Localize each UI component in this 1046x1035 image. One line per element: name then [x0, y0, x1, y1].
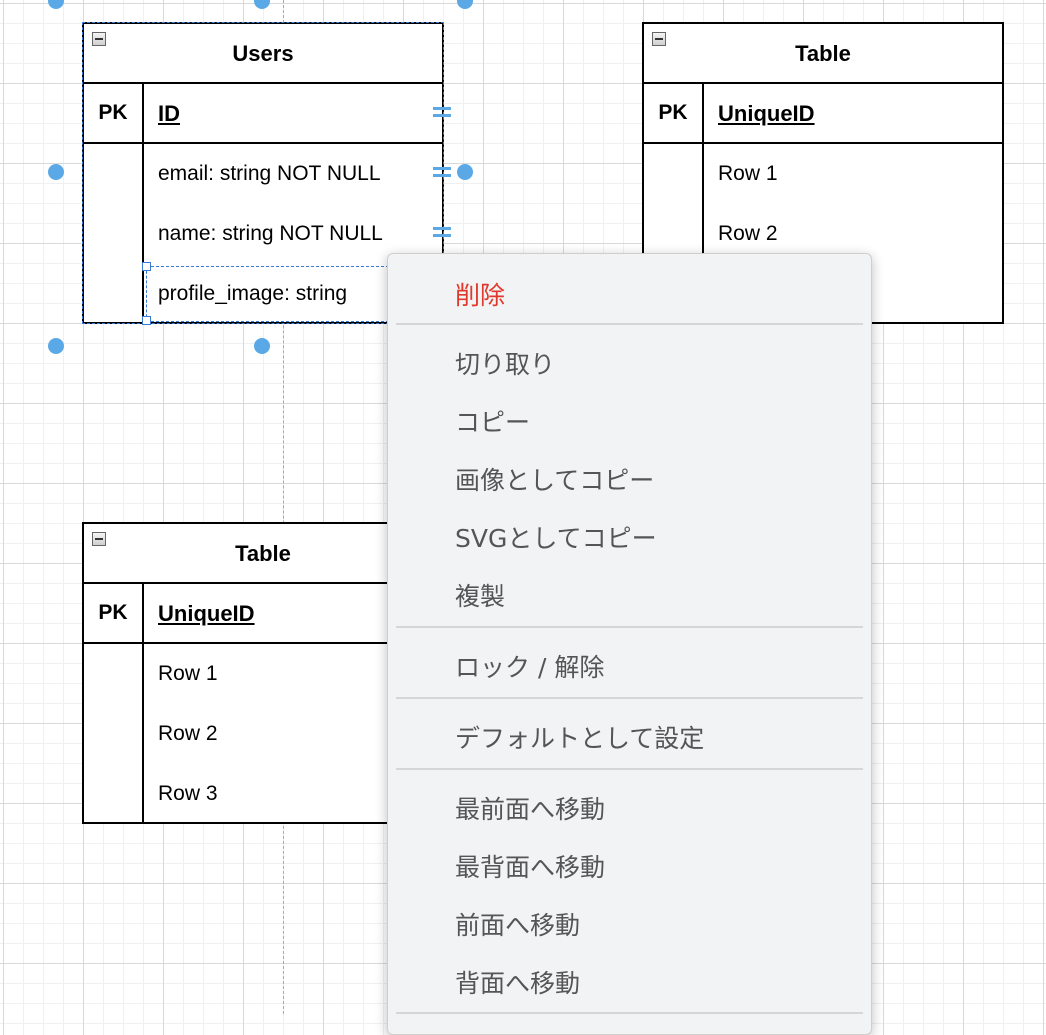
primary-key-field[interactable]: UniqueID [158, 601, 255, 626]
table-row[interactable]: Row 3 [158, 782, 218, 805]
pk-label: PK [98, 601, 128, 624]
table-header[interactable]: Table [644, 24, 1002, 84]
menu-item-send-backward[interactable]: 背面へ移動 [455, 969, 581, 998]
pk-row[interactable] [644, 84, 1002, 144]
table-row[interactable]: Row 2 [718, 222, 778, 245]
column-divider [142, 84, 144, 322]
menu-item-bring-to-front[interactable]: 最前面へ移動 [455, 795, 606, 824]
table-title: Table [235, 541, 291, 566]
resize-handle[interactable] [457, 0, 473, 9]
menu-item-duplicate[interactable]: 複製 [455, 582, 506, 611]
alignment-guide [283, 0, 284, 1014]
collapse-icon[interactable] [92, 32, 106, 46]
primary-key-field[interactable]: UniqueID [718, 101, 815, 126]
table-title: Users [232, 41, 294, 66]
menu-item-lock-unlock[interactable]: ロック / 解除 [455, 653, 605, 682]
menu-item-bring-forward[interactable]: 前面へ移動 [455, 911, 581, 940]
resize-handle[interactable] [48, 0, 64, 9]
table-header[interactable]: Table [84, 524, 442, 584]
resize-handle[interactable] [254, 0, 270, 9]
menu-separator [396, 323, 863, 325]
menu-separator [396, 1012, 863, 1014]
connection-point-icon[interactable] [433, 225, 451, 239]
menu-item-set-as-default[interactable]: デフォルトとして設定 [455, 724, 705, 753]
menu-item-delete[interactable]: 削除 [455, 281, 506, 310]
menu-item-copy-as-image[interactable]: 画像としてコピー [455, 466, 655, 495]
resize-handle[interactable] [48, 338, 64, 354]
row-resize-handle[interactable] [142, 316, 151, 325]
context-menu: 削除 切り取り コピー 画像としてコピー SVGとしてコピー 複製 ロック / … [387, 253, 872, 1035]
connection-point-icon[interactable] [433, 165, 451, 179]
table-header[interactable]: Users [84, 24, 442, 84]
menu-separator [396, 697, 863, 699]
menu-item-cut[interactable]: 切り取り [455, 350, 556, 379]
table-row[interactable]: profile_image: string [158, 282, 348, 305]
menu-separator [396, 768, 863, 770]
menu-item-copy-as-svg[interactable]: SVGとしてコピー [455, 524, 657, 553]
table-row[interactable]: Row 1 [158, 662, 218, 685]
menu-item-copy[interactable]: コピー [455, 408, 531, 437]
resize-handle[interactable] [457, 164, 473, 180]
users-table[interactable]: Users PK ID email: string NOT NULL name:… [82, 22, 444, 324]
row-resize-handle[interactable] [142, 262, 151, 271]
pk-label: PK [98, 101, 128, 124]
pk-row[interactable] [84, 584, 442, 644]
menu-item-send-to-back[interactable]: 最背面へ移動 [455, 853, 606, 882]
entity-table-bottom[interactable]: Table PK UniqueID Row 1 Row 2 Row 3 [82, 522, 444, 824]
column-divider [702, 84, 704, 322]
collapse-icon[interactable] [92, 532, 106, 546]
table-row[interactable]: email: string NOT NULL [158, 162, 381, 185]
table-title: Table [795, 41, 851, 66]
column-divider [142, 584, 144, 822]
table-row[interactable]: Row 2 [158, 722, 218, 745]
collapse-icon[interactable] [652, 32, 666, 46]
primary-key-field[interactable]: ID [158, 101, 180, 126]
pk-label: PK [658, 101, 688, 124]
menu-separator [396, 626, 863, 628]
table-row[interactable]: name: string NOT NULL [158, 222, 383, 245]
table-row[interactable]: Row 1 [718, 162, 778, 185]
resize-handle[interactable] [48, 164, 64, 180]
resize-handle[interactable] [254, 338, 270, 354]
pk-row[interactable] [84, 84, 442, 144]
connection-point-icon[interactable] [433, 105, 451, 119]
